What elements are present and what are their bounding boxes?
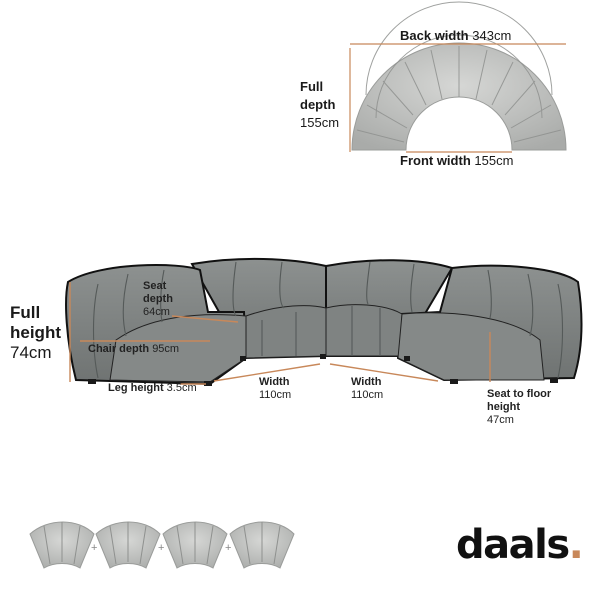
brand-dot: .	[568, 522, 584, 568]
leg-height-label: Leg height 3.5cm	[108, 382, 197, 394]
full-depth-label: Full depth 155cm	[300, 79, 340, 130]
chair-depth-label: Chair depth 95cm	[88, 343, 180, 355]
width-2-label: Width 110cm	[351, 376, 384, 401]
seat-depth-label: Seat depth 64cm	[143, 280, 173, 318]
brand-name: daals	[456, 522, 570, 568]
front-dimension-lines	[69, 282, 491, 385]
width-1-label: Width 110cm	[259, 376, 292, 401]
full-height-label: Full height 74cm	[10, 303, 61, 362]
back-width-label: Back width 343cm	[400, 28, 512, 43]
top-view-sofa	[351, 1, 567, 151]
plus-sign-2: +	[158, 542, 165, 554]
plus-sign-3: +	[225, 542, 232, 554]
brand-logo: daals.	[456, 522, 584, 568]
top-dimension-lines	[349, 43, 566, 153]
module-icons	[29, 521, 295, 569]
front-view-sofa	[65, 257, 583, 386]
front-width-label: Front width 155cm	[400, 153, 514, 168]
plus-sign-1: +	[91, 542, 98, 554]
seat-floor-height-label: Seat to floor height 47cm	[487, 388, 552, 426]
